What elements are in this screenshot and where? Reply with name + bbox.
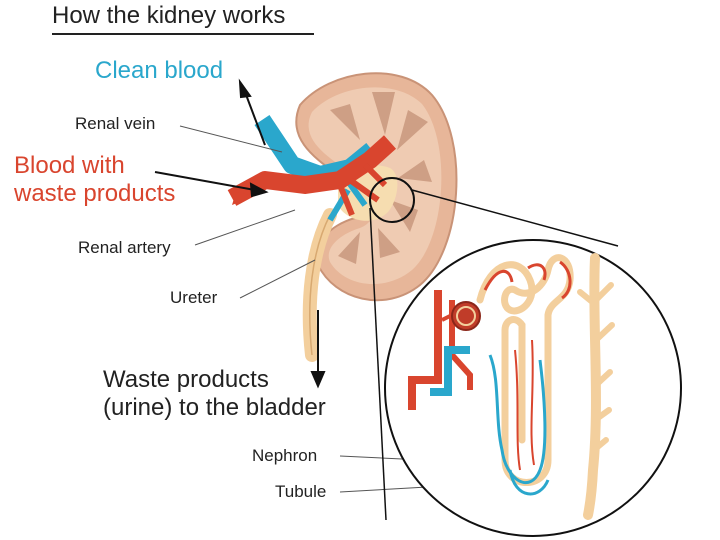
- blood-with-waste-label: Blood with waste products: [14, 152, 175, 207]
- waste-to-bladder-label: Waste products (urine) to the bladder: [103, 366, 326, 421]
- ureter-label: Ureter: [170, 288, 218, 307]
- title-underline: [52, 33, 314, 35]
- nephron-detail: [408, 253, 615, 520]
- renal-artery: [227, 135, 397, 206]
- flow-arrows: [154, 78, 326, 389]
- page-title: How the kidney works: [52, 2, 286, 29]
- renal-artery-label: Renal artery: [78, 238, 171, 257]
- waste-to-bladder-line-2: (urine) to the bladder: [103, 393, 326, 421]
- waste-to-bladder-line-1: Waste products: [103, 366, 269, 393]
- nephron-label: Nephron: [252, 446, 318, 465]
- clean-blood-label: Clean blood: [95, 57, 224, 84]
- blood-with-waste-line-2: waste products: [14, 179, 176, 207]
- blood-with-waste-line-1: Blood with: [14, 152, 125, 179]
- ureter: [302, 208, 337, 362]
- renal-vein-label: Renal vein: [75, 114, 156, 133]
- tubule-label: Tubule: [275, 482, 327, 501]
